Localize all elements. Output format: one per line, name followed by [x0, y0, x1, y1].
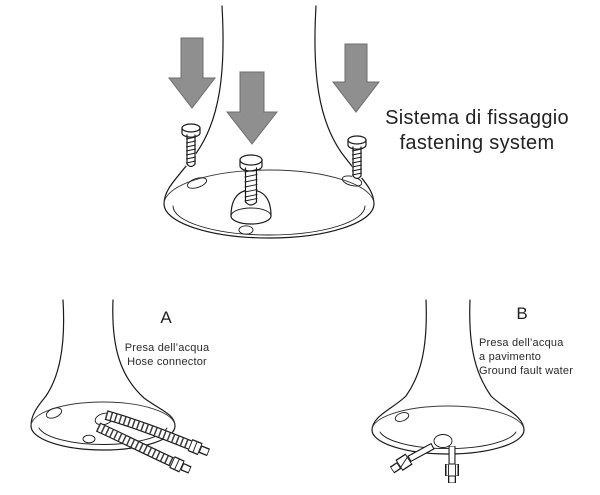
- apron-hole: [82, 434, 96, 444]
- down-arrow-icon: [331, 43, 381, 113]
- drain-opening: [433, 434, 453, 448]
- figure-a-caption-english: Hose connector: [127, 356, 207, 368]
- title-english: fastening system: [399, 132, 555, 154]
- column-bell-outline: [163, 5, 224, 205]
- figure-a-label: A: [160, 308, 172, 327]
- figure-a-illustration: [30, 299, 210, 474]
- screw-hole: [45, 407, 63, 419]
- diagram-title: Sistema di fissaggio fastening system: [368, 106, 586, 156]
- screw-hole: [394, 412, 410, 422]
- column-bell-outline: [30, 299, 65, 427]
- hose-connector: [104, 410, 210, 457]
- screw-icon: [347, 135, 367, 180]
- figure-b-caption-italian-1: Presa dell’acqua: [479, 337, 564, 349]
- hose-connector: [95, 422, 192, 474]
- floor-pipe-connector: [389, 442, 435, 474]
- figure-b-caption-english: Ground fault water: [479, 365, 574, 377]
- figure-a-caption-italian: Presa dell’acqua: [124, 342, 210, 354]
- down-arrow-icon: [167, 37, 217, 109]
- screw-icon: [181, 123, 201, 168]
- figure-b-caption-italian-2: a pavimento: [479, 351, 542, 363]
- screw-icon: [239, 154, 263, 206]
- apron-hole: [238, 225, 254, 235]
- screw-hole-left: [186, 177, 208, 189]
- figure-b-illustration: [371, 299, 525, 483]
- fastening-figure-illustration: [163, 5, 381, 239]
- floor-pipe-connector: [445, 446, 459, 483]
- figure-b-label: B: [516, 304, 528, 323]
- down-arrow-icon: [225, 71, 279, 145]
- title-italian: Sistema di fissaggio: [385, 107, 569, 129]
- figure-b-caption: Presa dell’acqua a pavimento Ground faul…: [479, 336, 589, 378]
- column-bell-outline: [371, 299, 427, 431]
- figure-a-caption: Presa dell’acqua Hose connector: [112, 341, 222, 369]
